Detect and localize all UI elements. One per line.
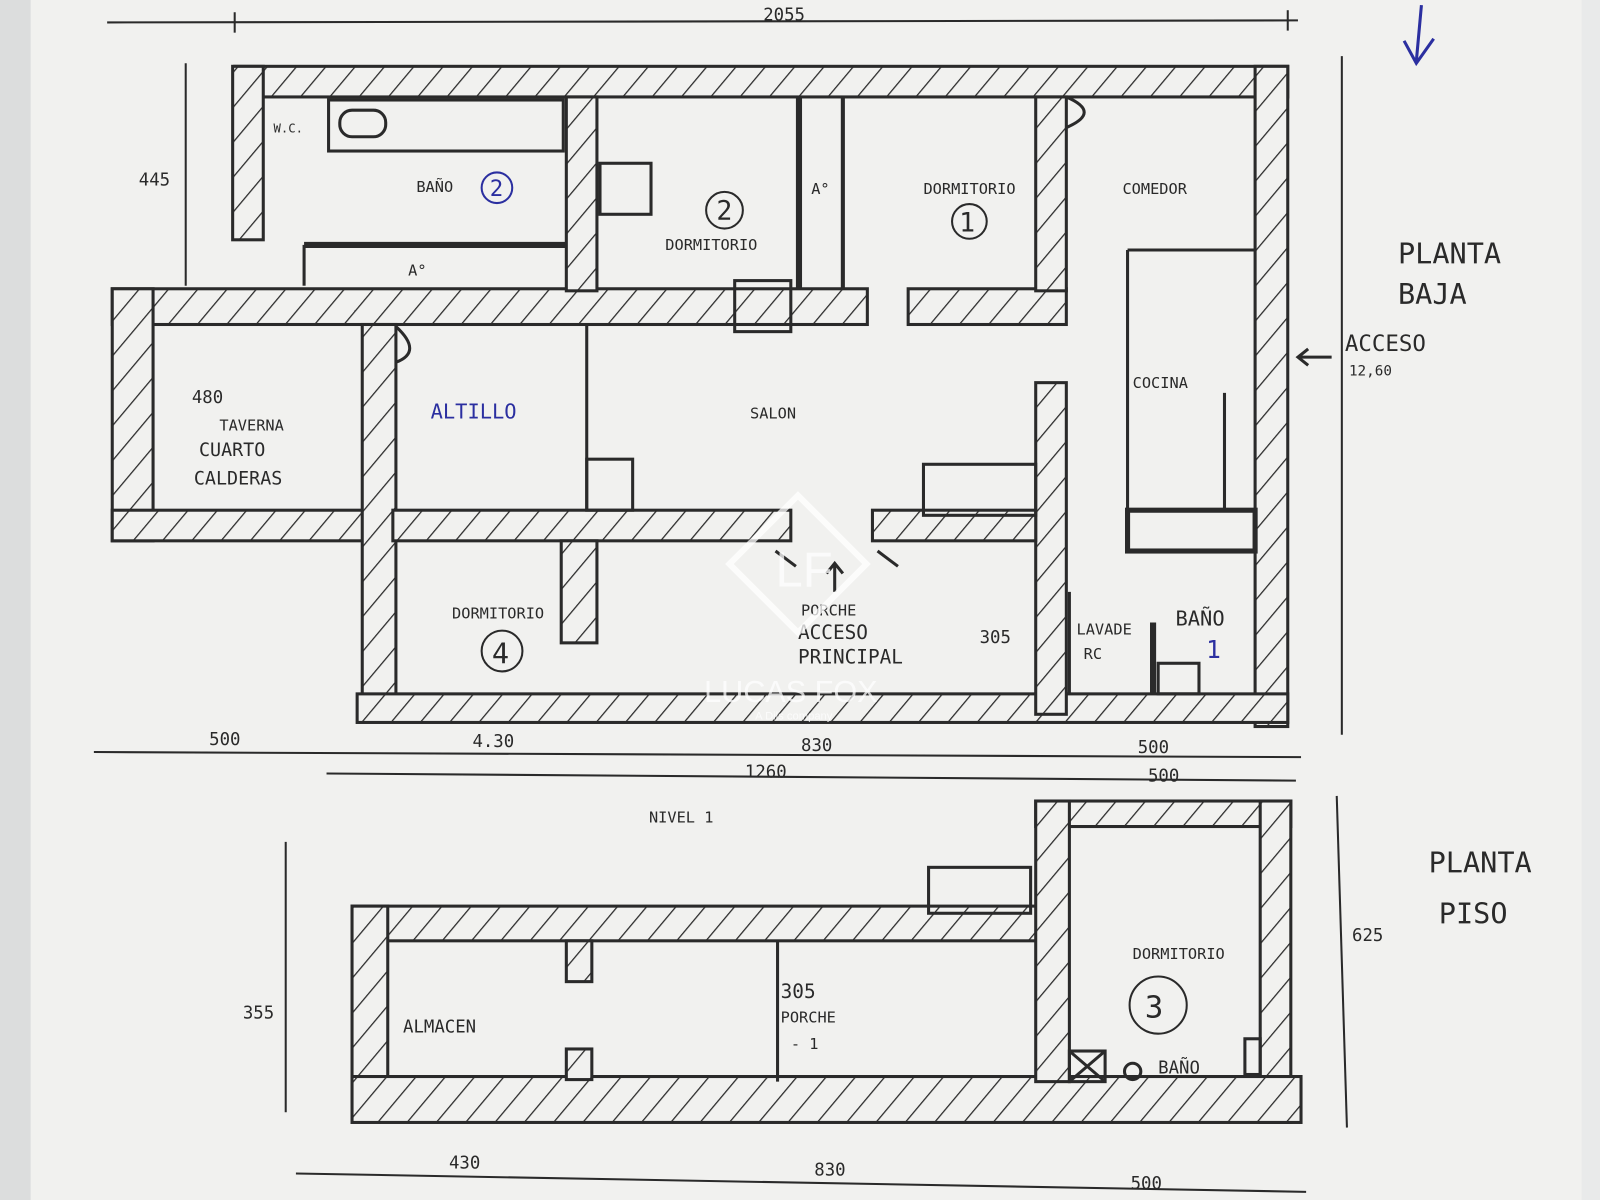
room-number-circles bbox=[480, 171, 1188, 1035]
room-a-2: A° bbox=[811, 180, 829, 198]
dim-piso-bottom-3: 500 bbox=[1131, 1174, 1162, 1194]
watermark-brand: LUCAS FOX bbox=[704, 675, 878, 709]
arrow-down-icon bbox=[1402, 4, 1435, 67]
room-dormitorio-1: DORMITORIO bbox=[923, 180, 1015, 198]
planta-piso-walls bbox=[350, 799, 1303, 1124]
planta-baja-walls bbox=[110, 64, 1290, 729]
room-porche-piso: PORCHE bbox=[781, 1008, 836, 1026]
room-bano-piso: BAÑO bbox=[1158, 1056, 1200, 1078]
label-nivel: NIVEL 1 bbox=[649, 808, 713, 826]
room-dormitorio-3-num: 3 bbox=[1145, 990, 1163, 1025]
lucas-fox-watermark: LF LUCAS FOX A Dils company bbox=[704, 491, 878, 722]
dim-piso-right: 625 bbox=[1352, 926, 1383, 946]
dim-left-upper: 445 bbox=[139, 171, 170, 191]
dim-bottom-3: 830 bbox=[801, 736, 832, 756]
label-acceso: ACCESO bbox=[1345, 331, 1426, 357]
dim-bottom-5: 500 bbox=[1148, 767, 1179, 787]
room-a-1: A° bbox=[408, 262, 426, 280]
dimension-lines bbox=[93, 10, 1348, 1193]
dim-piso-porch: 305 bbox=[781, 980, 816, 1003]
room-cocina: COCINA bbox=[1133, 374, 1188, 392]
room-rc: RC bbox=[1084, 645, 1102, 663]
svg-text:LF: LF bbox=[776, 544, 833, 598]
watermark-tagline: A Dils company bbox=[755, 710, 833, 722]
room-altillo: ALTILLO bbox=[431, 399, 517, 423]
dim-bottom-2: 4.30 bbox=[472, 732, 514, 752]
dim-piso-left: 355 bbox=[243, 1003, 274, 1023]
dim-bottom-1: 500 bbox=[209, 730, 240, 750]
room-dormitorio-2-num: 2 bbox=[716, 195, 732, 226]
title-planta-baja-1: PLANTA bbox=[1398, 236, 1501, 270]
title-planta-baja-2: BAJA bbox=[1398, 277, 1467, 311]
dim-bottom-4: 500 bbox=[1138, 738, 1169, 758]
room-comedor: COMEDOR bbox=[1122, 180, 1187, 198]
dim-piso-bottom-2: 830 bbox=[814, 1161, 845, 1181]
room-lavadero: LAVADE bbox=[1077, 621, 1132, 639]
room-calderas: CALDERAS bbox=[194, 469, 282, 490]
room-wc: W.C. bbox=[273, 122, 302, 136]
dim-piso-bottom-1: 430 bbox=[449, 1153, 480, 1173]
planta-piso-fixtures bbox=[776, 865, 1262, 1084]
dim-tavern: 480 bbox=[192, 388, 223, 408]
room-acceso-principal-1: ACCESO bbox=[798, 621, 868, 644]
title-planta-piso-1: PLANTA bbox=[1429, 845, 1532, 879]
dim-porch-height: 305 bbox=[980, 628, 1011, 648]
room-almacen: ALMACEN bbox=[403, 1018, 476, 1038]
room-taverna: TAVERNA bbox=[219, 417, 283, 435]
room-dormitorio-1-num: 1 bbox=[959, 208, 975, 239]
dim-access-level: 12,60 bbox=[1349, 364, 1392, 380]
room-bano-2: BAÑO bbox=[416, 177, 453, 196]
room-salon: SALON bbox=[750, 404, 796, 422]
planta-baja-fixtures bbox=[302, 95, 1332, 696]
room-bano-1: BAÑO bbox=[1176, 605, 1225, 631]
room-dormitorio-4: DORMITORIO bbox=[452, 604, 544, 622]
title-planta-piso-2: PISO bbox=[1439, 896, 1508, 930]
room-porche-level: - 1 bbox=[791, 1035, 819, 1053]
room-bano-1-num: 1 bbox=[1206, 635, 1221, 664]
room-dormitorio-4-num: 4 bbox=[492, 636, 509, 670]
paper-sheet bbox=[30, 0, 1582, 1200]
room-dormitorio-2: DORMITORIO bbox=[665, 236, 757, 254]
dim-top-total: 2055 bbox=[763, 5, 805, 25]
room-dormitorio-3: DORMITORIO bbox=[1133, 945, 1225, 963]
room-cuarto: CUARTO bbox=[199, 440, 265, 461]
dim-bottom-total: 1260 bbox=[745, 763, 787, 783]
room-bano-2-num: 2 bbox=[490, 176, 504, 202]
room-acceso-principal-2: PRINCIPAL bbox=[798, 645, 903, 668]
